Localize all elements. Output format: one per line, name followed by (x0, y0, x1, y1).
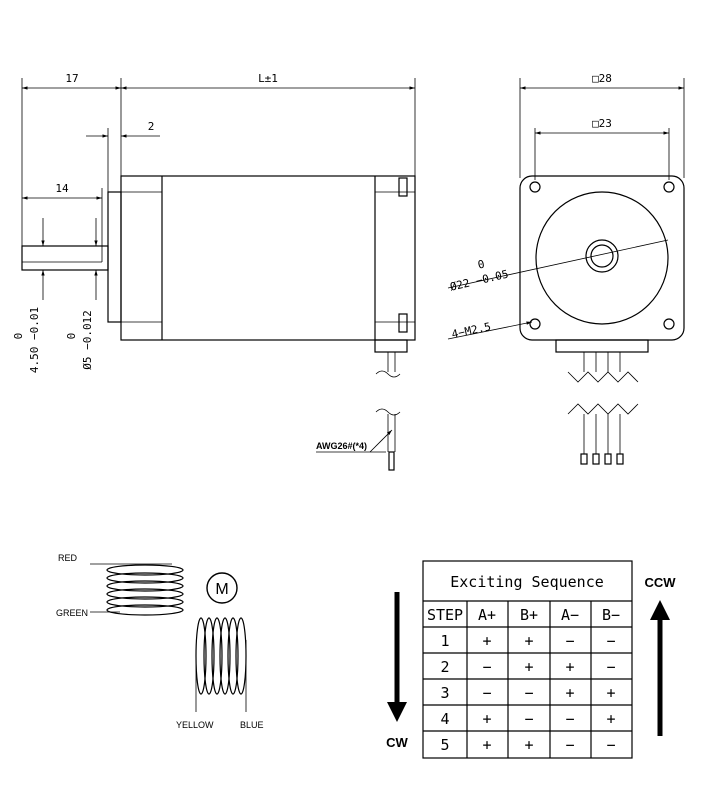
svg-text:+: + (565, 658, 574, 676)
svg-text:−: − (606, 632, 615, 650)
svg-text:+: + (482, 632, 491, 650)
dim-shaft-tol-top: 0 (65, 333, 78, 340)
header-a-minus: A− (561, 606, 579, 624)
sequence-header-row: STEP A+ B+ A− B− (427, 606, 620, 624)
dim-shaft-length: 17 (65, 72, 78, 85)
cw-label: CW (386, 735, 408, 750)
svg-text:2: 2 (440, 658, 449, 676)
dim-flat-value: 4.50 −0.01 (28, 307, 41, 373)
table-row: 2 − + + − (440, 658, 615, 676)
dim-flat-length: 14 (55, 182, 69, 195)
svg-text:4: 4 (440, 710, 449, 728)
table-row: 3 − − + + (440, 684, 615, 702)
sequence-table (422, 560, 633, 759)
dim-square-outer: □28 (592, 72, 612, 85)
header-step: STEP (427, 606, 463, 624)
header-a-plus: A+ (478, 606, 496, 624)
front-view (447, 78, 685, 465)
svg-text:−: − (524, 684, 533, 702)
svg-text:+: + (524, 736, 533, 754)
dim-mount-holes: 4−M2.5 (450, 320, 492, 341)
svg-text:+: + (606, 710, 615, 728)
header-b-plus: B+ (520, 606, 538, 624)
table-row: 1 + + − − (440, 632, 615, 650)
sequence-title: Exciting Sequence (450, 573, 604, 591)
wire-red-label: RED (58, 553, 78, 563)
wire-blue-label: BLUE (240, 720, 264, 730)
ccw-label: CCW (644, 575, 676, 590)
dim-flat-tol-top: 0 (12, 333, 25, 340)
side-view (21, 78, 416, 471)
svg-text:−: − (565, 710, 574, 728)
svg-text:−: − (606, 736, 615, 754)
svg-text:−: − (524, 710, 533, 728)
svg-text:−: − (482, 684, 491, 702)
header-b-minus: B− (602, 606, 620, 624)
svg-text:+: + (606, 684, 615, 702)
svg-text:+: + (565, 684, 574, 702)
motor-symbol-circle (206, 572, 238, 604)
svg-text:−: − (565, 736, 574, 754)
table-row: 4 + − − + (440, 710, 615, 728)
svg-text:1: 1 (440, 632, 449, 650)
svg-text:5: 5 (440, 736, 449, 754)
wire-green-label: GREEN (56, 608, 88, 618)
wiring-diagram (90, 563, 247, 712)
svg-text:+: + (482, 710, 491, 728)
dim-pilot-tol-top: 0 (477, 258, 486, 272)
svg-text:3: 3 (440, 684, 449, 702)
dim-square-inner: □23 (592, 117, 612, 130)
wire-gauge-label: AWG26#(*4) (316, 441, 367, 451)
dim-shaft-value: Ø5 −0.012 (81, 310, 94, 370)
svg-text:+: + (524, 658, 533, 676)
svg-text:−: − (565, 632, 574, 650)
table-row: 5 + + − − (440, 736, 615, 754)
wire-yellow-label: YELLOW (176, 720, 214, 730)
dim-boss-height: 2 (148, 120, 155, 133)
svg-text:+: + (482, 736, 491, 754)
svg-text:−: − (482, 658, 491, 676)
svg-text:+: + (524, 632, 533, 650)
motor-symbol-label: M (215, 581, 228, 598)
svg-text:−: − (606, 658, 615, 676)
dim-body-length: L±1 (258, 72, 278, 85)
